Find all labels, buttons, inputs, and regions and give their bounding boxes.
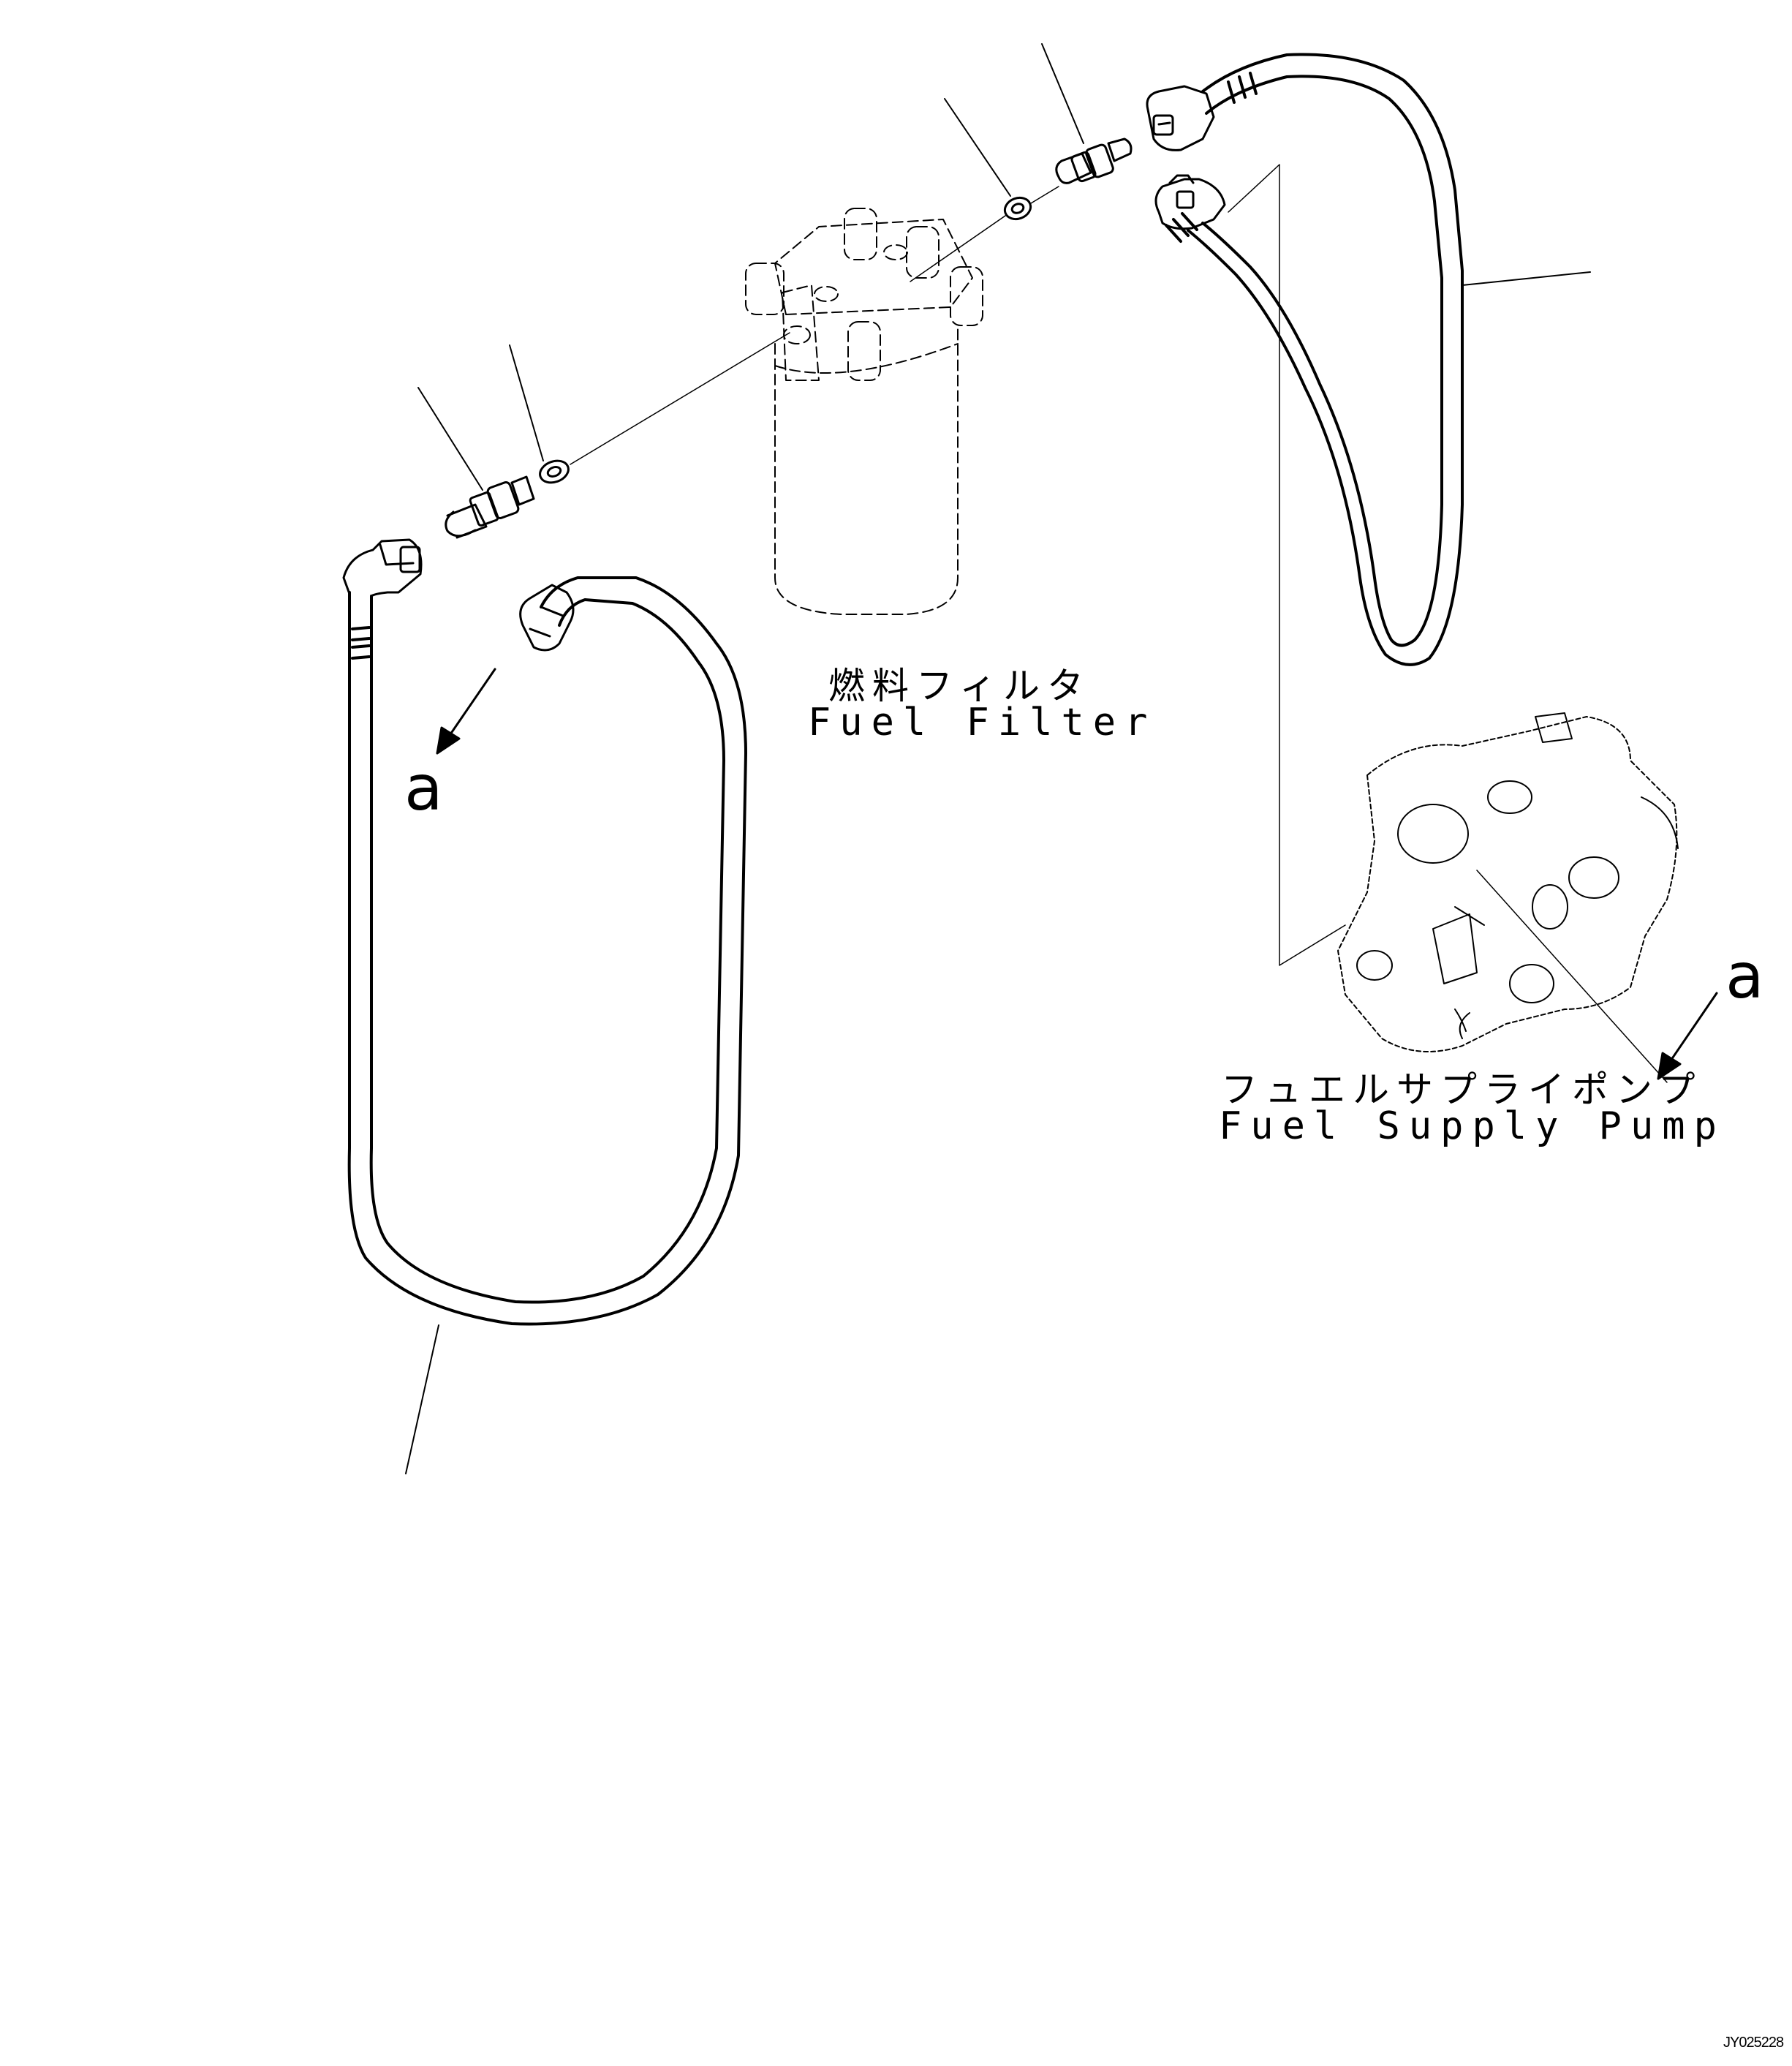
fuel-filter-label-jp: 燃料フィルタ xyxy=(828,665,1091,707)
alignment-lines xyxy=(570,164,1668,1083)
right-hose-fitting-top xyxy=(1146,85,1215,151)
view-mark-left: a xyxy=(404,752,443,825)
left-washer xyxy=(539,459,570,484)
right-hose xyxy=(1165,53,1464,666)
right-washer xyxy=(1003,196,1032,221)
fuel-filter-label-en: Fuel Filter xyxy=(808,701,1157,744)
drawing-code: JY025228 xyxy=(1723,2035,1784,2051)
left-adapter xyxy=(445,475,535,539)
left-hose-end-fitting xyxy=(519,584,575,652)
right-adapter xyxy=(1055,137,1133,184)
fuel-filter xyxy=(745,208,983,615)
supply-pump-label-jp: フュエルサプライポンプ xyxy=(1221,1068,1703,1111)
left-hose xyxy=(347,576,747,1326)
leader-lines xyxy=(405,43,1591,1474)
view-mark-right: a xyxy=(1725,940,1764,1013)
fuel-supply-pump xyxy=(1337,712,1679,1052)
right-hose-fitting-lower xyxy=(1154,174,1226,230)
view-arrow-left xyxy=(436,668,496,755)
left-hose-elbow-top xyxy=(342,538,423,597)
view-arrow-right xyxy=(1657,992,1718,1080)
supply-pump-label-en: Fuel Supply Pump xyxy=(1219,1104,1725,1148)
